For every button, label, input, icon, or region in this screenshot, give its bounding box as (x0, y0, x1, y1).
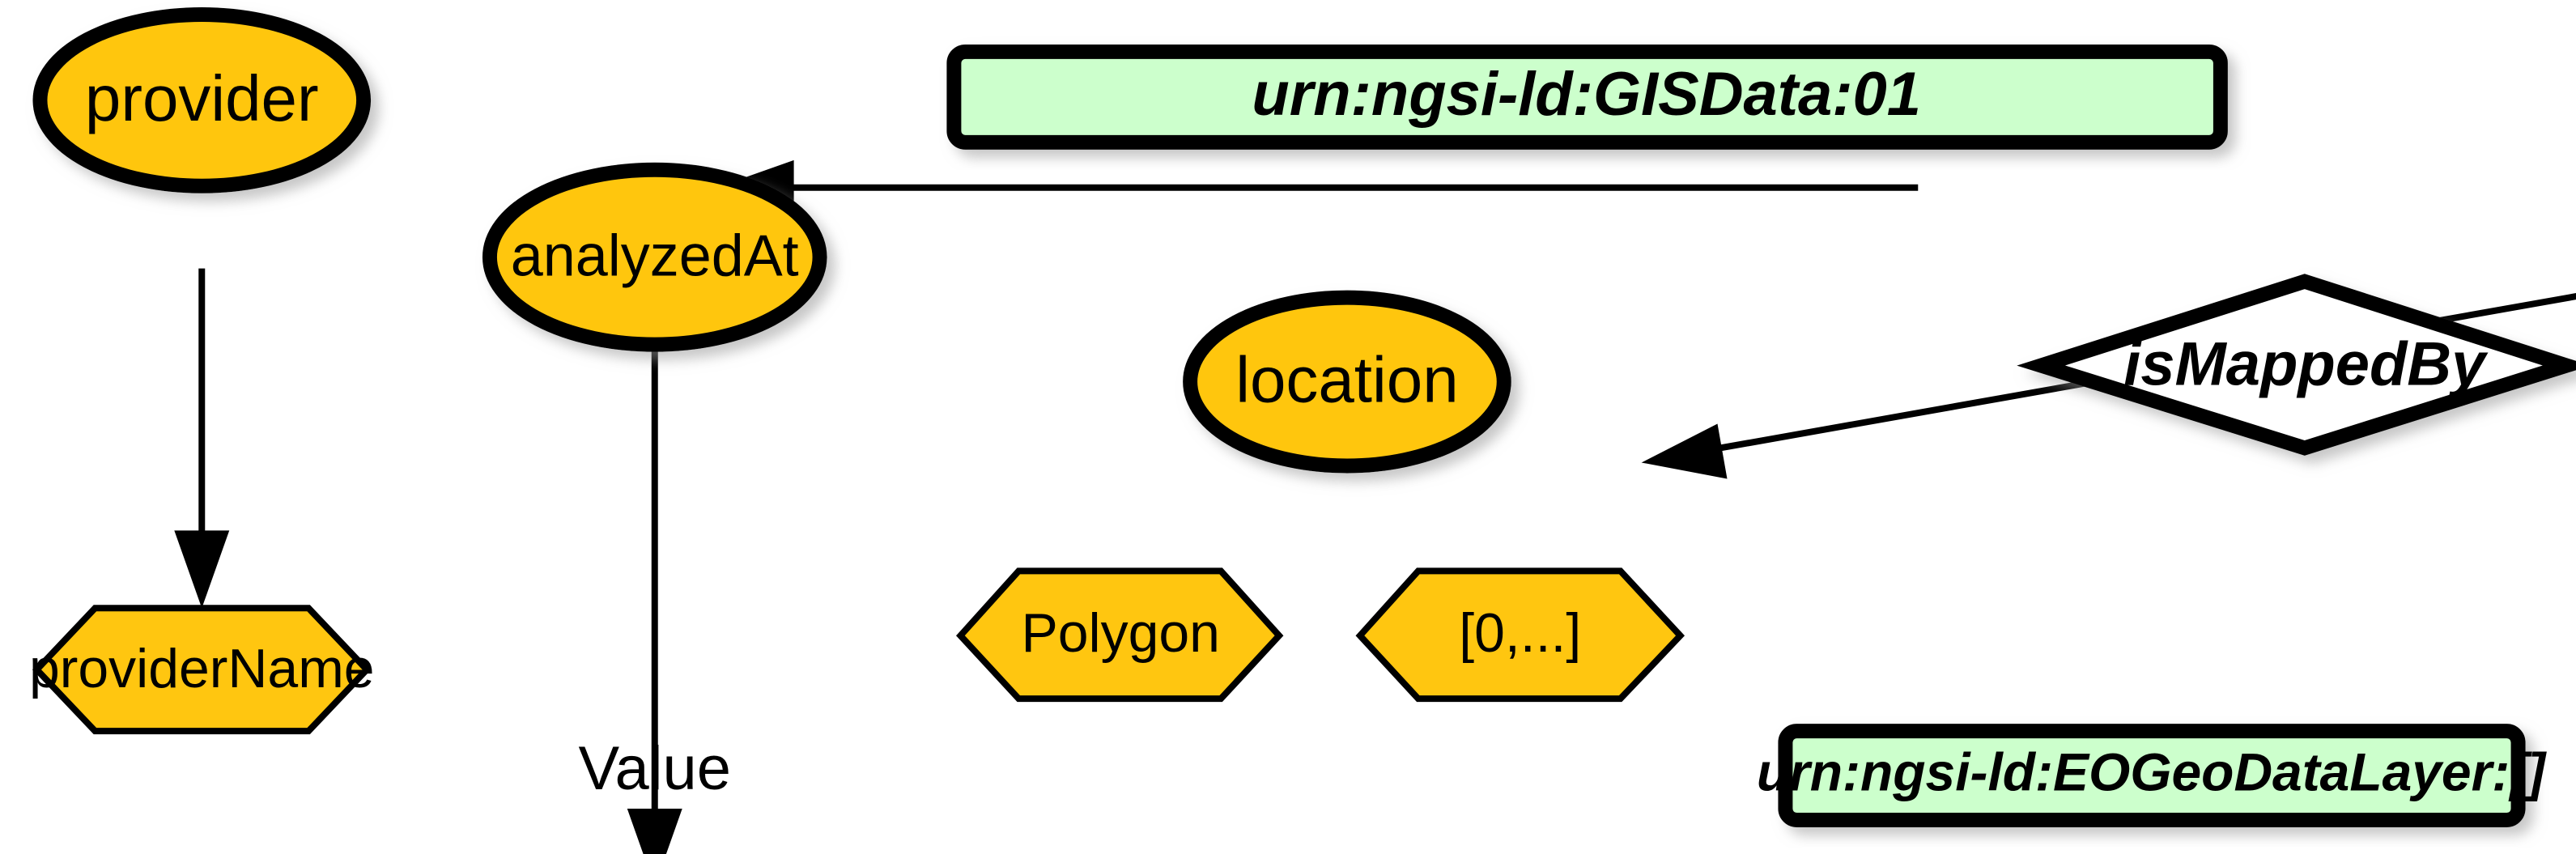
location-value-hexagon[interactable] (1355, 567, 1685, 703)
is-mapped-by-diamond[interactable] (2017, 274, 2576, 456)
location-value-label: [0,...] (1459, 603, 1581, 664)
edge-provider-to-providername (174, 268, 230, 609)
location-type-label: Polygon (1021, 603, 1219, 664)
node-provider-name[interactable]: providerName (29, 605, 375, 735)
node-is-mapped-by[interactable]: isMappedBy (2017, 274, 2576, 456)
node-location[interactable]: location (1183, 290, 1511, 474)
edge-analyzedat-to-value: Value (578, 342, 731, 854)
analyzed-at-label: analyzedAt (511, 224, 799, 289)
provider-ellipse[interactable] (32, 6, 372, 193)
provider-name-label: providerName (29, 639, 375, 699)
edge-gisdata-to-provider (716, 159, 1919, 215)
location-type-hexagon[interactable] (955, 567, 1284, 703)
location-ellipse[interactable] (1183, 290, 1511, 474)
gisdata-entity-box[interactable] (946, 44, 2228, 150)
provider-label: provider (85, 62, 319, 134)
node-eogeodatalayer-entity[interactable]: urn:ngsi-ld:EOGeoDataLayer:[] (1757, 724, 2547, 828)
node-provider[interactable]: provider (32, 6, 372, 193)
node-analyzed-at[interactable]: analyzedAt (482, 162, 827, 352)
node-location-value[interactable]: [0,...] (1355, 567, 1685, 703)
eogeodatalayer-entity-label: urn:ngsi-ld:EOGeoDataLayer:[] (1757, 742, 2547, 802)
node-gisdata-entity[interactable]: urn:ngsi-ld:GISData:01 (946, 44, 2228, 150)
location-label: location (1235, 344, 1458, 416)
eogeodatalayer-entity-box[interactable] (1778, 724, 2526, 828)
gisdata-entity-label: urn:ngsi-ld:GISData:01 (1252, 60, 1921, 129)
node-location-type[interactable]: Polygon (955, 567, 1284, 703)
provider-name-hexagon[interactable] (32, 605, 372, 735)
is-mapped-by-label: isMappedBy (2123, 330, 2489, 399)
edge-label-value: Value (578, 734, 731, 803)
analyzed-at-ellipse[interactable] (482, 162, 827, 352)
